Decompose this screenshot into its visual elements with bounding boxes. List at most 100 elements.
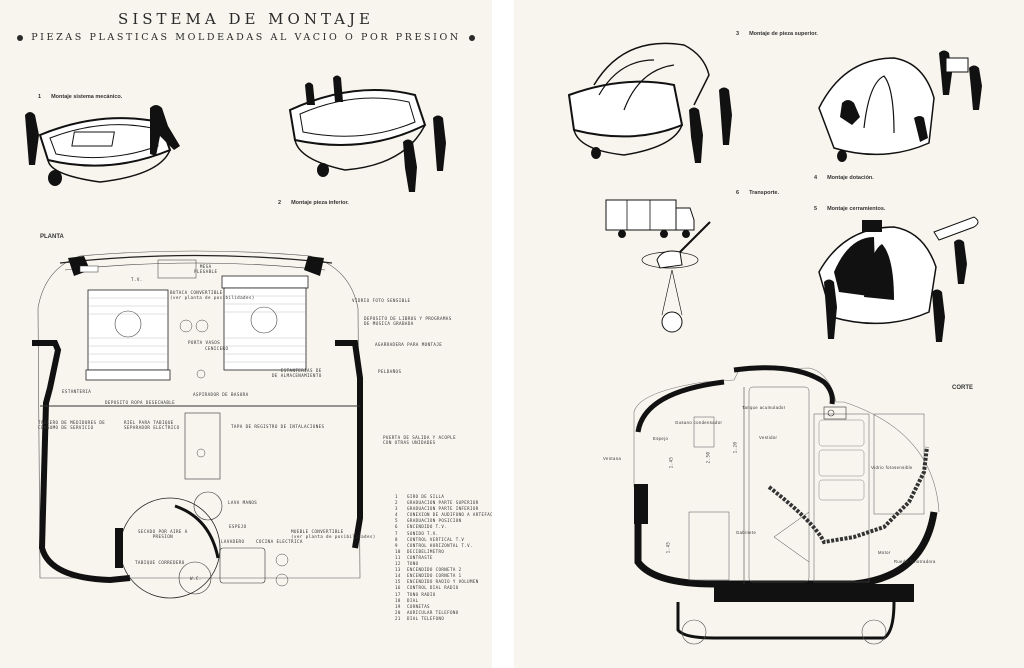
label-vidrio-fotosensible: Vidrio fotosensible: [871, 465, 913, 470]
step-number: 4: [814, 175, 818, 181]
legend-number: 2: [395, 500, 398, 506]
legend-number: 8: [395, 536, 398, 542]
label-espejo: ESPEJO: [229, 524, 247, 529]
legend-text: GRADUACION PARTE SUPERIOR: [407, 500, 479, 506]
illustration-step-4: [818, 50, 982, 162]
legend-number: 4: [395, 512, 398, 518]
legend-text: GRADUACION PARTE INFERIOR: [407, 506, 479, 512]
legend-item: 16 CONTROL DIAL RADIO: [395, 585, 492, 591]
legend-text: DECIBELIMETRO: [407, 548, 445, 554]
legend-number: 12: [395, 561, 401, 567]
dimension-3: 1.20: [732, 441, 738, 454]
legend-number: 17: [395, 591, 401, 597]
legend-text: SONIDO T.V.: [407, 530, 439, 536]
legend-text: CONTROL DIAL RADIO: [407, 585, 459, 591]
subtitle-text: PIEZAS PLASTICAS MOLDEADAS AL VACIO O PO…: [31, 32, 461, 43]
label-cocina-electrica: COCINA ELECTRICA: [256, 539, 303, 544]
bullet-icon: [468, 34, 475, 41]
legend-text: TONO RADIO: [407, 591, 436, 597]
legend-text: TONO: [407, 561, 419, 567]
label-deposito-ropa: DEPOSITO ROPA DESECHABLE: [105, 400, 176, 405]
legend-text: CONEXION DE AUDIFONO A ARTEFACTO: [407, 512, 492, 518]
legend-item: 3 GRADUACION PARTE INFERIOR: [395, 506, 492, 512]
legend-number: 15: [395, 579, 401, 585]
illustration-step-6-transport: [605, 199, 711, 333]
step-text: Montaje sistema mecánico.: [51, 94, 123, 100]
legend-number: 1: [395, 494, 398, 499]
step-number: 5: [814, 206, 818, 212]
legend-number: 13: [395, 567, 401, 573]
step-text: Montaje pieza inferior.: [291, 200, 349, 206]
legend-item: 6 ENCENDIDO T.V.: [395, 524, 492, 530]
legend-item: 4 CONEXION DE AUDIFONO A ARTEFACTO: [395, 512, 492, 518]
label-gabinete: Gabinete: [736, 530, 757, 535]
step-text: Montaje de pieza superior.: [749, 31, 818, 37]
label-vestidor: Vestidor: [759, 435, 778, 440]
label-ventana: Ventana: [603, 456, 622, 461]
legend-text: CONTROL HORIZONTAL T.V.: [407, 542, 473, 548]
illustration-step-5: [818, 216, 979, 342]
legend-item: 12 TONO: [395, 561, 492, 567]
legend-text: ENCENDIDO CORNETA 1: [407, 573, 462, 579]
illustration-step-3: [567, 42, 732, 163]
legend-text: DIAL TELEFONO: [407, 615, 445, 621]
legend-number: 20: [395, 609, 401, 615]
label-espejo-corte: Espejo: [653, 436, 669, 441]
legend-text: ENCENDIDO T.V.: [407, 524, 448, 530]
legend-item: 1 GIRO DE SILLA: [395, 494, 492, 500]
legend-number: 10: [395, 548, 401, 554]
cross-section-drawing: [633, 365, 940, 645]
legend-number: 19: [395, 603, 401, 609]
dimension-2: 2.50: [705, 451, 711, 464]
label-butaca: BUTACA CONVERTIBLE(ver planta de posibil…: [170, 290, 255, 300]
legend-number: 16: [395, 585, 401, 591]
legend-text: AURICULAR TELEFONO: [407, 609, 459, 615]
step-caption-1: 1 Montaje sistema mecánico.: [38, 94, 122, 100]
legend-text: DIAL: [407, 597, 419, 603]
legend-number: 3: [395, 506, 398, 512]
label-mueble-convertible: MUEBLE CONVERTIBLE(ver planta de posibil…: [291, 529, 376, 539]
section-title-planta: PLANTA: [40, 234, 64, 240]
illustration-step-2: [288, 75, 446, 192]
page-subtitle: PIEZAS PLASTICAS MOLDEADAS AL VACIO O PO…: [0, 32, 492, 43]
label-vidrio-foto-sensible: VIDRIO FOTO SENSIBLE: [352, 298, 411, 303]
label-motor: Motor: [878, 550, 891, 555]
legend-number: 7: [395, 530, 398, 536]
legend-number: 6: [395, 524, 398, 530]
label-tabique-corredero: TABIQUE CORREDERO: [135, 560, 185, 565]
dimension-4: 1.45: [665, 541, 671, 554]
illustration-step-1: [25, 105, 180, 186]
legend-text: ENCENDIDO CORNETA 2: [407, 567, 462, 573]
step-text: Transporte.: [749, 190, 780, 196]
label-peldanos: PELDAÑOS: [378, 369, 402, 374]
legend-text: CONTRASTE: [407, 554, 433, 560]
step-number: 3: [736, 31, 740, 37]
label-gusano-condensador: Gusano condensador: [675, 420, 723, 425]
label-tapa-registro: TAPA DE REGISTRO DE INTALACIONES: [231, 424, 325, 429]
bullet-icon: [17, 34, 24, 41]
label-estanteria: ESTANTERIA: [62, 389, 92, 394]
label-tv: T.V.: [131, 277, 143, 282]
page-gutter: [492, 0, 514, 668]
legend-text: GIRO DE SILLA: [407, 494, 445, 499]
step-number: 1: [38, 94, 42, 100]
legend-item: 2 GRADUACION PARTE SUPERIOR: [395, 500, 492, 506]
legend-item: 20 AURICULAR TELEFONO: [395, 610, 492, 616]
label-rueda: Rueda fonotradora: [894, 559, 936, 564]
legend-item: 10 DECIBELIMETRO: [395, 549, 492, 555]
